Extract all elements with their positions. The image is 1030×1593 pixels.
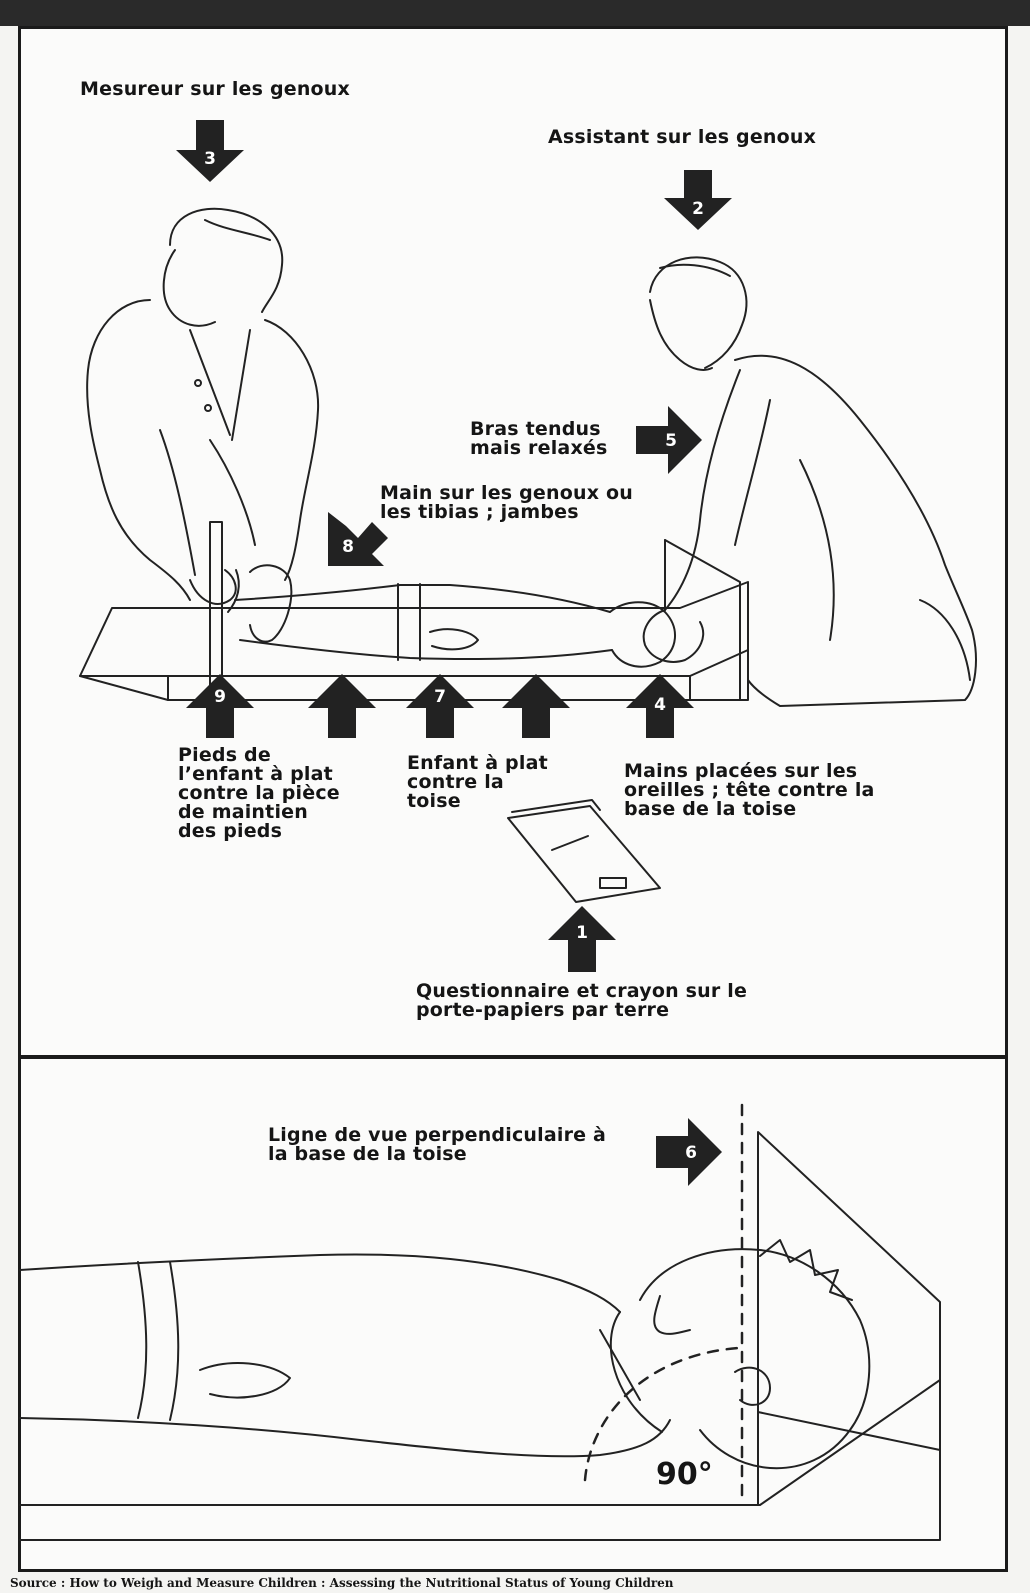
label-measurer-kneeling: Mesureur sur les genoux xyxy=(80,80,350,99)
svg-text:9: 9 xyxy=(214,687,226,707)
label-arms-straight: Bras tendus mais relaxés xyxy=(470,420,608,458)
arrow-5: 5 xyxy=(636,406,702,474)
svg-text:1: 1 xyxy=(576,923,588,943)
label-line-of-sight: Ligne de vue perpendiculaire à la base d… xyxy=(268,1126,606,1164)
arrow-8: 8 xyxy=(328,512,388,566)
angle-90-label: 90° xyxy=(656,1457,713,1492)
label-assistant-kneeling: Assistant sur les genoux xyxy=(548,128,816,147)
label-child-flat: Enfant à plat contre la toise xyxy=(407,754,548,811)
svg-text:7: 7 xyxy=(434,687,446,707)
arrow-7: 7 xyxy=(406,674,474,738)
headboard-closeup xyxy=(20,1132,940,1540)
svg-text:4: 4 xyxy=(654,695,666,715)
label-hands-on-ears: Mains placées sur les oreilles ; tête co… xyxy=(624,762,875,819)
svg-text:6: 6 xyxy=(685,1143,697,1163)
arrow-6: 6 xyxy=(656,1118,722,1186)
measuring-board xyxy=(80,522,748,700)
arrow-9: 9 xyxy=(186,674,254,738)
label-feet-flat: Pieds de l’enfant à plat contre la pièce… xyxy=(178,746,340,841)
source-citation: Source : How to Weigh and Measure Childr… xyxy=(10,1576,674,1590)
child-figure-top xyxy=(228,570,675,667)
arrow-unnumbered-left xyxy=(308,674,376,738)
svg-text:3: 3 xyxy=(204,149,216,169)
arrow-2: 2 xyxy=(664,170,732,230)
arrow-3: 3 xyxy=(176,120,244,182)
assistant-figure xyxy=(644,257,976,706)
svg-text:5: 5 xyxy=(665,431,677,451)
label-questionnaire-pencil: Questionnaire et crayon sur le porte-pap… xyxy=(416,982,747,1020)
svg-text:8: 8 xyxy=(342,537,354,557)
measurer-figure xyxy=(87,209,318,642)
arrow-unnumbered-right xyxy=(502,674,570,738)
arrow-1: 1 xyxy=(548,906,616,972)
arrow-4: 4 xyxy=(626,674,694,738)
label-hand-on-knees: Main sur les genoux ou les tibias ; jamb… xyxy=(380,484,633,522)
svg-text:2: 2 xyxy=(692,199,704,219)
